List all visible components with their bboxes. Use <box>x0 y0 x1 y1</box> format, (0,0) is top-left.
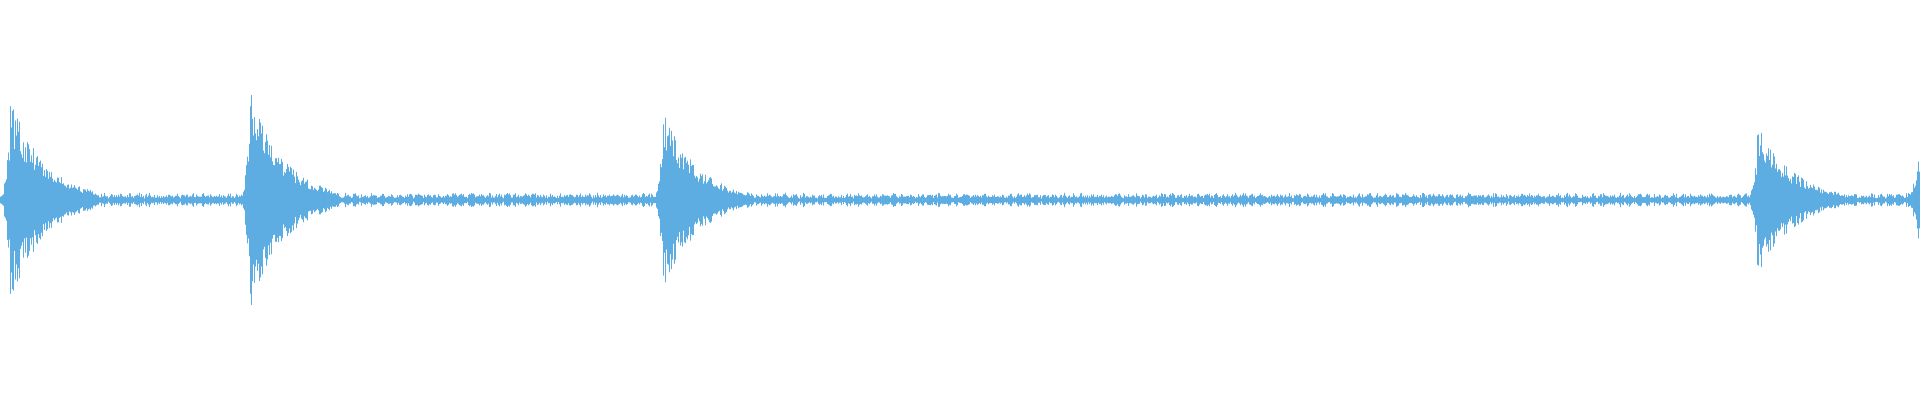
waveform-path <box>0 95 1920 305</box>
